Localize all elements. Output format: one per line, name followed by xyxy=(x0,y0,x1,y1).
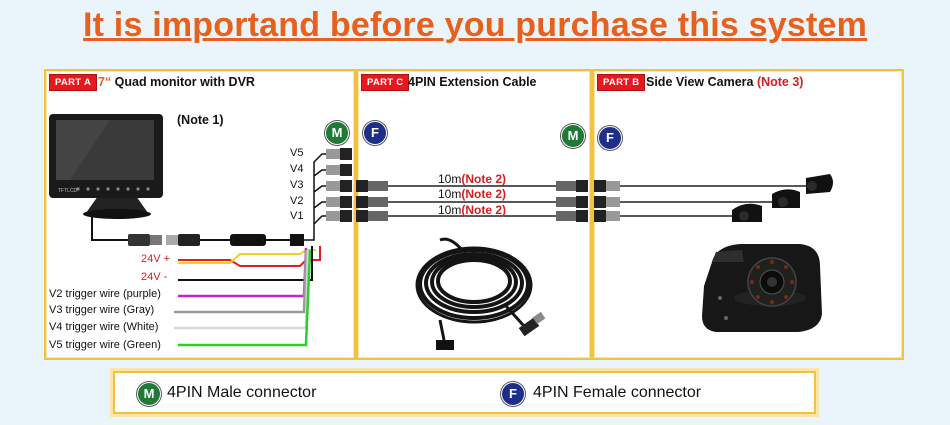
part-b-title-text: Side View Camera xyxy=(646,75,757,89)
connector-legend: M 4PIN Male connector F 4PIN Female conn… xyxy=(113,371,816,414)
trigger-label-v5: V5 trigger wire (Green) xyxy=(49,339,161,351)
cable-label-2: 10m(Note 2) xyxy=(438,187,506,201)
trigger-label-v2: V2 trigger wire (purple) xyxy=(49,288,161,300)
cable-length-3: 10m xyxy=(438,203,462,217)
v4-connector xyxy=(326,164,352,176)
page-headline: It is importand before you purchase this… xyxy=(82,6,868,44)
wire-24v-positive xyxy=(178,246,321,267)
ext-cable-right-connectors xyxy=(556,180,588,222)
v2-connector xyxy=(326,196,352,208)
v3-connector xyxy=(326,180,352,192)
channel-label-v1: V1 xyxy=(290,210,304,222)
legend-female-label: 4PIN Female connector xyxy=(533,384,702,401)
monitor-base xyxy=(83,209,151,219)
monitor-male-connector xyxy=(128,234,162,246)
channel-label-v2: V2 xyxy=(290,195,304,207)
trigger-label-v4: V4 trigger wire (White) xyxy=(49,321,159,333)
cable-note-3: (Note 2) xyxy=(461,203,507,217)
legend-female-badge: F xyxy=(501,382,525,406)
part-c-tag: PART C xyxy=(361,74,410,91)
small-camera-1 xyxy=(806,174,833,194)
channel-label-v4: V4 xyxy=(290,163,304,175)
part-a-title: 7“ Quad monitor with DVR xyxy=(98,75,255,89)
monitor-female-connector xyxy=(166,234,200,246)
female-badge-cable: F xyxy=(363,121,387,145)
monitor-stand xyxy=(86,196,148,213)
cable-label-1: 10m(Note 2) xyxy=(438,172,506,186)
part-b-note: (Note 3) xyxy=(756,75,804,89)
wire-v4-trigger xyxy=(174,249,310,330)
female-badge-camera: F xyxy=(598,126,622,150)
power-negative-label: 24V - xyxy=(141,271,168,283)
legend-male-badge: M xyxy=(137,382,161,406)
wire-v3-trigger xyxy=(174,249,308,314)
small-camera-2 xyxy=(772,189,800,208)
channel-label-v3: V3 xyxy=(290,179,304,191)
wire-yellow xyxy=(178,249,316,264)
v5-connector xyxy=(326,148,352,160)
wire-24v-negative xyxy=(178,246,313,281)
camera-cable-connectors xyxy=(594,180,620,222)
cable-label-3: 10m(Note 2) xyxy=(438,203,506,217)
small-camera-3 xyxy=(732,203,762,222)
trigger-label-v3: V3 trigger wire (Gray) xyxy=(49,304,155,316)
part-a-note: (Note 1) xyxy=(177,113,224,127)
male-badge-cable: M xyxy=(561,124,585,148)
monitor-screen xyxy=(56,120,154,180)
power-positive-label: 24V + xyxy=(141,253,171,265)
male-badge-monitor: M xyxy=(325,121,349,145)
cable-length-2: 10m xyxy=(438,187,462,201)
cable-note-2: (Note 2) xyxy=(461,187,507,201)
extension-cables xyxy=(388,185,556,217)
part-c-title: 4PIN Extension Cable xyxy=(408,75,537,89)
side-camera-large xyxy=(702,244,822,332)
channel-label-v5: V5 xyxy=(290,147,304,159)
wire-v2-trigger xyxy=(178,247,308,298)
v1-connector xyxy=(326,210,352,222)
part-a-title-text: Quad monitor with DVR xyxy=(111,75,255,89)
part-b-tag: PART B xyxy=(597,74,646,91)
part-a-title-size: 7“ xyxy=(98,75,112,89)
cable-note-1: (Note 2) xyxy=(461,172,507,186)
monitor-brand: TFTLCD xyxy=(58,188,78,194)
power-harness-block xyxy=(230,234,266,246)
monitor: TFTLCD xyxy=(49,114,163,219)
part-b-title: Side View Camera (Note 3) xyxy=(646,75,803,89)
cable-length-1: 10m xyxy=(438,172,462,186)
ext-cable-left-connectors xyxy=(356,180,388,222)
part-a-tag: PART A xyxy=(49,74,98,91)
wire-v5-trigger xyxy=(178,249,312,347)
cable-coil xyxy=(415,237,533,341)
legend-male-label: 4PIN Male connector xyxy=(167,384,317,401)
